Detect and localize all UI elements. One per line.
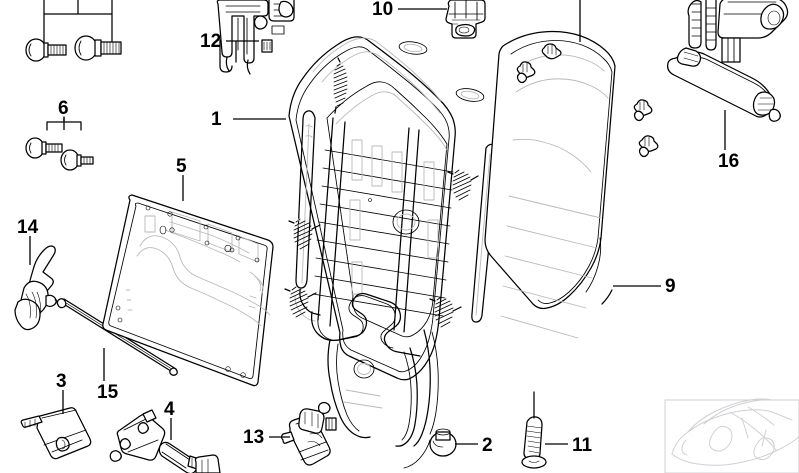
part-2-plug-cap [429, 428, 457, 457]
callout-11: 11 [572, 435, 593, 456]
part-12-side-bracket [216, 0, 295, 75]
callout-9: 9 [665, 276, 676, 297]
callout-16: 16 [718, 151, 740, 172]
spring-right [447, 169, 479, 201]
part-11-tapping-screw [521, 391, 547, 469]
callout-10: 10 [372, 0, 394, 20]
spring-top-left [333, 57, 348, 114]
part-10-upper-clip [445, 0, 486, 39]
cushion-hook-clips [516, 43, 659, 158]
screw-group-upper-bracket [43, 0, 113, 45]
part-screw-upper-right [74, 35, 122, 61]
callout-leader-lines [29, 0, 726, 445]
part-1-backrest-frame [284, 36, 500, 469]
part-3-control-module [20, 407, 92, 460]
part-screw-upper-left [25, 38, 67, 62]
part-16-armrest [667, 0, 789, 122]
part-5-backrest-rear-panel [102, 194, 274, 387]
part-screw-6b [60, 149, 94, 171]
callout-14: 14 [17, 217, 39, 238]
callout-13: 13 [243, 427, 265, 448]
spring-right-bottom [429, 296, 462, 328]
part-small-bottom-clip [194, 454, 221, 473]
lumbar-spring-mat [284, 57, 479, 333]
callout-6: 6 [58, 98, 69, 119]
callout-15: 15 [97, 382, 119, 403]
part-14-recline-lever [14, 245, 65, 331]
spring-left-bottom [284, 286, 317, 318]
part-9-backrest-cushion [484, 30, 659, 339]
part-15-actuating-rod [56, 298, 178, 376]
callout-4: 4 [164, 399, 175, 420]
callout-12: 12 [200, 31, 222, 52]
spring-left-mid [288, 218, 321, 250]
part-4-adjustment-motor [109, 409, 203, 473]
callout-1: 1 [211, 109, 222, 130]
part-screw-6a [25, 137, 63, 159]
part-13-seat-actuator [280, 401, 337, 466]
callout-5: 5 [176, 156, 187, 177]
callout-3: 3 [56, 371, 67, 392]
car-silhouette [664, 398, 799, 473]
callout-2: 2 [482, 435, 493, 456]
